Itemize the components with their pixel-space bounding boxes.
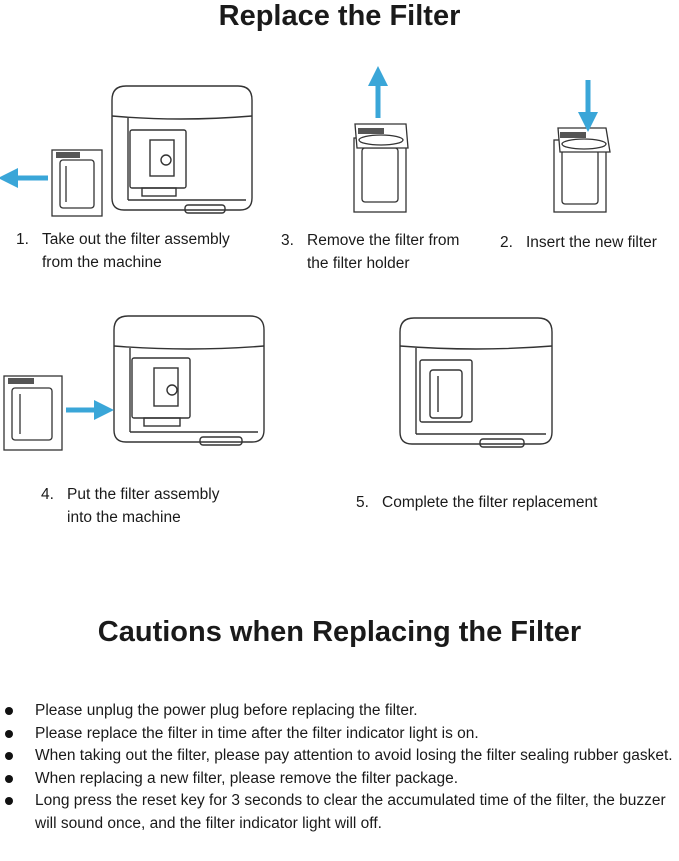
step-caption-4: 4.Put the filter assembly into the machi… xyxy=(41,486,220,526)
bullet-icon xyxy=(5,797,13,805)
bullet-icon xyxy=(5,729,13,738)
illustrations xyxy=(0,66,611,451)
cautions-title: Cautions when Replacing the Filter xyxy=(97,616,582,648)
filter-holder-2 xyxy=(553,127,611,213)
list-item: When taking out the filter, please pay a… xyxy=(0,745,675,768)
machine-illustration-1 xyxy=(111,85,253,214)
step-caption-5: 5.Complete the filter replacement xyxy=(356,494,598,511)
page-title: Replace the Filter xyxy=(218,0,461,32)
list-item: Long press the reset key for 3 seconds t… xyxy=(0,790,675,835)
step-caption-3: 3.Remove the filter from the filter hold… xyxy=(281,232,460,272)
list-item: When replacing a new filter, please remo… xyxy=(0,768,675,791)
bullet-icon xyxy=(5,707,13,715)
list-item: Please unplug the power plug before repl… xyxy=(0,700,675,723)
cautions-list: Please unplug the power plug before repl… xyxy=(0,700,679,835)
bullet-icon xyxy=(5,752,13,760)
filter-holder-1 xyxy=(51,149,103,217)
machine-illustration-5 xyxy=(399,317,553,448)
machine-illustration-4 xyxy=(113,315,265,446)
step-caption-1: 1.Take out the filter assembly from the … xyxy=(16,231,230,271)
filter-holder-4 xyxy=(3,375,63,451)
filter-holder-3 xyxy=(353,123,409,213)
bullet-icon xyxy=(5,774,13,783)
list-item: Please replace the filter in time after … xyxy=(0,723,675,746)
step-caption-2: 2.Insert the new filter xyxy=(500,234,657,251)
